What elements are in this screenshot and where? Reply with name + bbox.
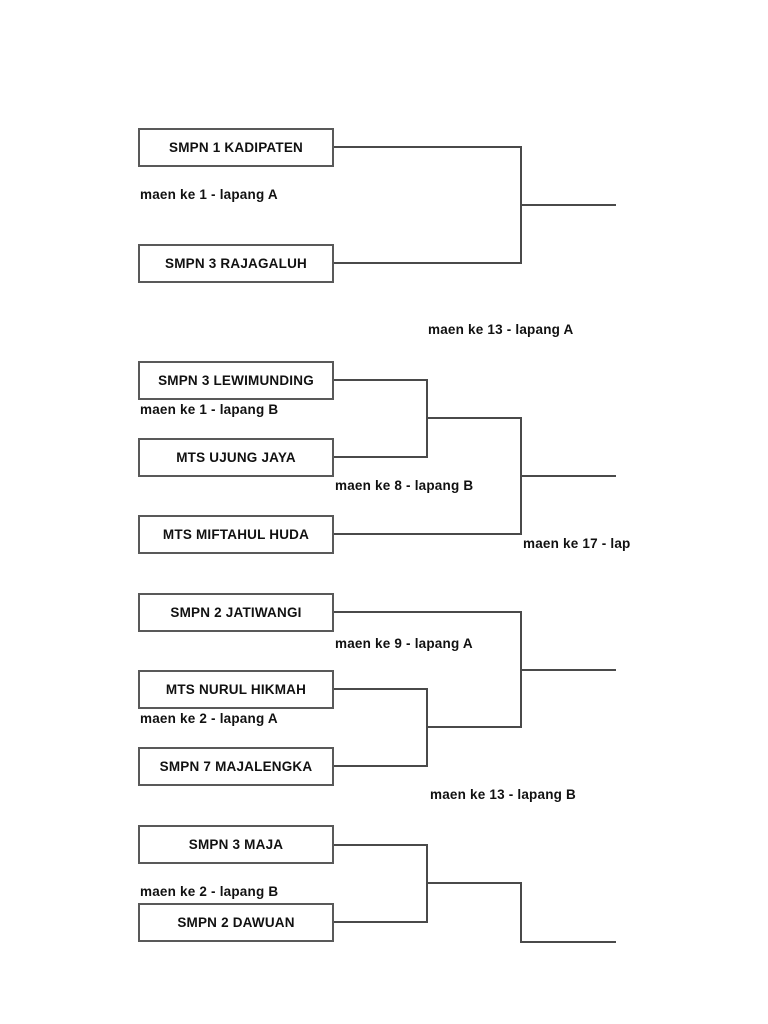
bracket-line [334,533,522,535]
team-box-smpn-2-dawuan: SMPN 2 DAWUAN [138,903,334,942]
bracket-line [334,379,428,381]
team-box-smpn-3-maja: SMPN 3 MAJA [138,825,334,864]
bracket-line [334,765,428,767]
match-label-maen-ke-17: maen ke 17 - lap [523,536,631,551]
bracket-line [520,882,522,943]
bracket-line [426,417,522,419]
team-box-smpn-7-majalengka: SMPN 7 MAJALENGKA [138,747,334,786]
team-box-mts-miftahul-huda: MTS MIFTAHUL HUDA [138,515,334,554]
bracket-line [334,921,428,923]
team-box-mts-nurul-hikmah: MTS NURUL HIKMAH [138,670,334,709]
team-box-smpn-3-lewimunding: SMPN 3 LEWIMUNDING [138,361,334,400]
bracket-line [334,844,428,846]
bracket-line [334,146,522,148]
match-label-maen-ke-2-lapang-b: maen ke 2 - lapang B [140,884,279,899]
match-label-maen-ke-1-lapang-b: maen ke 1 - lapang B [140,402,279,417]
bracket-line [520,204,616,206]
bracket-line [520,475,616,477]
match-label-maen-ke-2-lapang-a: maen ke 2 - lapang A [140,711,278,726]
match-label-maen-ke-9-lapang-a: maen ke 9 - lapang A [335,636,473,651]
match-label-maen-ke-8-lapang-b: maen ke 8 - lapang B [335,478,474,493]
team-box-mts-ujung-jaya: MTS UJUNG JAYA [138,438,334,477]
match-label-maen-ke-1-lapang-a: maen ke 1 - lapang A [140,187,278,202]
bracket-line [334,688,428,690]
bracket-line [426,882,522,884]
team-box-smpn-3-rajagaluh: SMPN 3 RAJAGALUH [138,244,334,283]
match-label-maen-ke-13-lapang-a: maen ke 13 - lapang A [428,322,574,337]
bracket-line [334,262,522,264]
match-label-maen-ke-13-lapang-b: maen ke 13 - lapang B [430,787,577,802]
team-box-smpn-2-jatiwangi: SMPN 2 JATIWANGI [138,593,334,632]
bracket-line [520,669,616,671]
bracket-line [334,611,522,613]
bracket-line [334,456,428,458]
bracket-line [520,941,616,943]
team-box-smpn-1-kadipaten: SMPN 1 KADIPATEN [138,128,334,167]
bracket-line [426,726,522,728]
